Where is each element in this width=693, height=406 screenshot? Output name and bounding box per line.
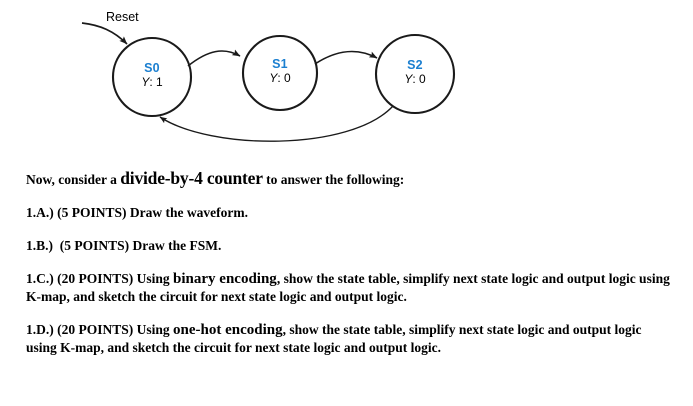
question-item-1b-label: 1.B.) — [26, 238, 53, 253]
question-item-1a-label: 1.A.) — [26, 205, 54, 220]
transition-s0-to-s1 — [187, 49, 241, 67]
question-item-1d-emphasis: one-hot encoding — [173, 322, 283, 338]
state-output-var-s1: Y — [269, 71, 278, 85]
question-item-1b-points: (5 POINTS) — [59, 238, 130, 253]
question-item-1a-text: Draw the waveform. — [129, 205, 248, 220]
state-output-var-s0: Y — [141, 75, 150, 89]
state-output-s1: Y: 0 — [235, 71, 325, 86]
question-item-1a: 1.A.) (5 POINTS) Draw the waveform. — [26, 204, 671, 221]
state-output-s0: Y: 1 — [107, 75, 197, 90]
state-output-var-s2: Y — [404, 72, 413, 86]
state-circle-s2 — [374, 33, 456, 115]
question-item-1d-label: 1.D.) — [26, 322, 54, 337]
question-item-1d-points: (20 POINTS) — [57, 322, 134, 337]
state-output-value-s0: 1 — [156, 75, 163, 89]
question-item-1c-emphasis: binary encoding — [173, 271, 277, 287]
question-intro-before: Now, consider a — [26, 172, 121, 187]
state-label-s1: S1 Y: 0 — [235, 57, 325, 86]
state-output-sep-s2: : — [412, 72, 419, 86]
question-item-1d: 1.D.) (20 POINTS) Using one-hot encoding… — [26, 321, 671, 356]
transition-s2-to-s0 — [159, 105, 394, 142]
state-circle-s0 — [111, 36, 193, 118]
state-name-s1: S1 — [272, 57, 288, 71]
state-label-s2: S2 Y: 0 — [370, 58, 460, 87]
question-item-1b: 1.B.) (5 POINTS) Draw the FSM. — [26, 237, 671, 254]
fsm-diagram-canvas — [81, 22, 456, 142]
transition-s1-to-s2 — [314, 50, 378, 65]
question-item-1d-text: Using — [136, 322, 174, 337]
spacer — [53, 238, 60, 253]
question-item-1c: 1.C.) (20 POINTS) Using binary encoding,… — [26, 270, 671, 305]
state-output-value-s2: 0 — [419, 72, 426, 86]
state-output-sep-s1: : — [277, 71, 284, 85]
question-item-1c-text-after: , show the state table, simplify next st… — [26, 271, 670, 304]
state-name-s0: S0 — [144, 61, 160, 75]
state-label-s0: S0 Y: 1 — [107, 61, 197, 90]
question-intro-after: to answer the following: — [262, 172, 405, 187]
reset-label: Reset — [106, 10, 139, 24]
state-output-s2: Y: 0 — [370, 72, 460, 87]
transition-reset-to-s0 — [81, 22, 128, 45]
question-text-block: Now, consider a divide-by-4 counter to a… — [26, 168, 671, 356]
question-item-1b-text: Draw the FSM. — [132, 238, 222, 253]
question-item-1d-text-after: , show the state table, simplify next st… — [26, 322, 642, 355]
question-item-1c-points: (20 POINTS) — [57, 271, 134, 286]
state-name-s2: S2 — [407, 58, 423, 72]
state-circle-s1 — [241, 34, 319, 112]
fsm-diagram: Reset S0 Y: 1 S1 Y: 0 S2 Y: 0 — [0, 0, 693, 160]
question-intro: Now, consider a divide-by-4 counter to a… — [26, 168, 671, 188]
state-output-value-s1: 0 — [284, 71, 291, 85]
question-item-1c-text: Using — [136, 271, 174, 286]
question-item-1a-points: (5 POINTS) — [57, 205, 127, 220]
question-intro-emphasis: divide-by-4 counter — [120, 168, 263, 188]
state-output-sep-s0: : — [149, 75, 156, 89]
question-item-1c-label: 1.C.) — [26, 271, 54, 286]
